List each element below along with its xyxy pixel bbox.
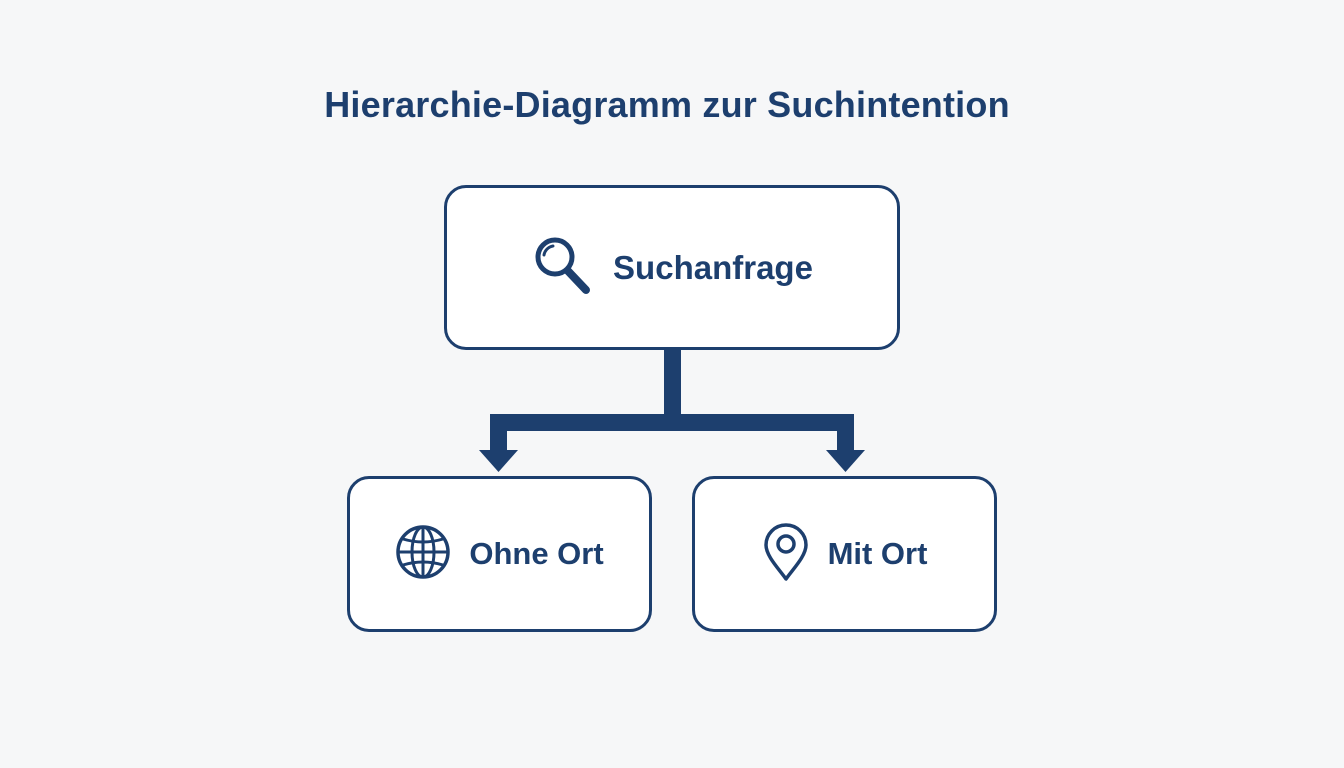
child-node-label-with-location: Mit Ort xyxy=(827,536,928,571)
search-icon xyxy=(531,233,593,302)
globe-icon xyxy=(395,524,451,585)
connector-crossbar xyxy=(490,414,854,431)
connector-stem xyxy=(664,349,681,415)
arrowhead-left xyxy=(479,450,518,472)
child-node-without-location: Ohne Ort xyxy=(347,476,652,632)
arrowhead-right xyxy=(826,450,865,472)
connector-drop-left xyxy=(490,414,507,452)
root-node-search-query: Suchanfrage xyxy=(444,185,900,350)
root-node-label: Suchanfrage xyxy=(613,248,813,286)
diagram-title: Hierarchie-Diagramm zur Suchintention xyxy=(324,84,1010,125)
map-pin-icon xyxy=(762,522,810,587)
child-node-with-location: Mit Ort xyxy=(692,476,997,632)
child-node-label-without-location: Ohne Ort xyxy=(469,536,604,571)
connector-drop-right xyxy=(837,414,854,452)
